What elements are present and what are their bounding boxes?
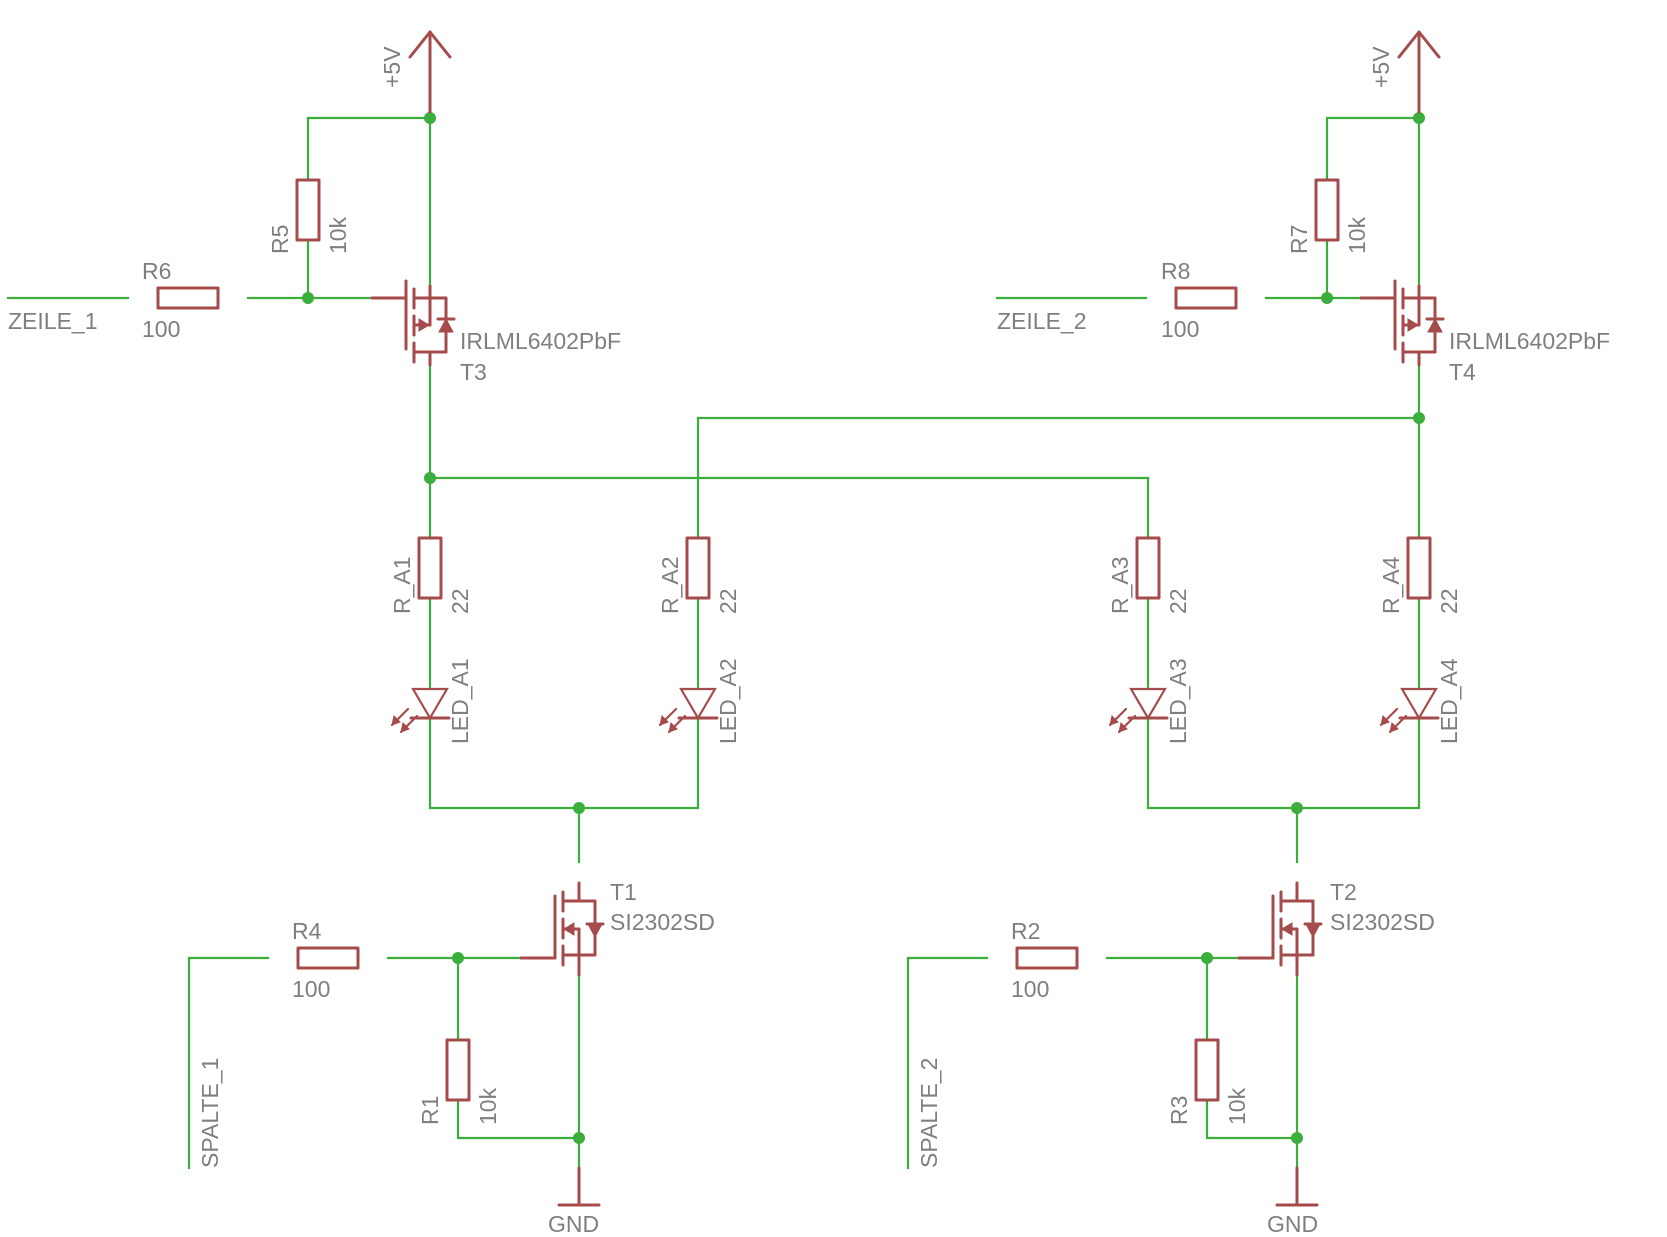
transistor-t3-part: IRLML6402PbF: [460, 328, 621, 354]
net-label-zeile-1: ZEILE_1: [8, 308, 98, 334]
resistor-r1-name: R1: [417, 1096, 443, 1125]
resistor-ra4-name: R_A4: [1378, 556, 1404, 614]
resistor-r7: R7 10k: [1286, 178, 1370, 254]
transistor-t2-name: T2: [1330, 879, 1357, 905]
vcc-symbol-right: +5V: [1368, 30, 1441, 114]
transistor-t1-name: T1: [610, 879, 637, 905]
junction-dot: [1321, 292, 1333, 304]
resistor-ra3-name: R_A3: [1107, 556, 1133, 614]
wires: [6, 42, 1421, 1170]
junction-dot: [1291, 1132, 1303, 1144]
resistor-r6-name: R6: [142, 258, 171, 284]
pmos-transistor-t3: IRLML6402PbF T3: [370, 279, 621, 385]
junction-dot: [452, 952, 464, 964]
vcc-label-right: +5V: [1368, 46, 1394, 88]
resistor-r7-name: R7: [1286, 225, 1312, 254]
net-label-spalte-1: SPALTE_1: [197, 1058, 223, 1168]
junction-dot: [573, 1132, 585, 1144]
resistor-ra4: R_A4 22: [1378, 536, 1462, 614]
resistor-r6: R6 100: [142, 258, 220, 342]
nmos-transistor-t1: T1 SI2302SD: [519, 879, 715, 977]
junction-dot: [573, 802, 585, 814]
resistor-ra2: R_A2 22: [657, 536, 741, 614]
junctions: [302, 112, 1425, 1144]
resistor-ra3-value: 22: [1165, 588, 1191, 614]
led-a1-label: LED_A1: [447, 658, 473, 744]
gnd-label-left: GND: [548, 1211, 599, 1237]
gnd-symbol-left: GND: [548, 1166, 601, 1237]
junction-dot: [1291, 802, 1303, 814]
transistor-t3-name: T3: [460, 359, 487, 385]
resistor-ra1: R_A1 22: [389, 536, 473, 614]
resistor-ra2-value: 22: [715, 588, 741, 614]
transistor-t1-part: SI2302SD: [610, 909, 715, 935]
led-a3-label: LED_A3: [1165, 658, 1191, 744]
resistor-r5-name: R5: [267, 225, 293, 254]
junction-dot: [424, 472, 436, 484]
net-label-spalte-2: SPALTE_2: [916, 1058, 942, 1168]
resistor-r6-value: 100: [142, 316, 180, 342]
resistor-r8: R8 100: [1161, 258, 1238, 342]
resistor-r4-name: R4: [292, 918, 322, 944]
pmos-transistor-t4: IRLML6402PbF T4: [1359, 279, 1610, 385]
junction-dot: [424, 112, 436, 124]
transistor-t4-part: IRLML6402PbF: [1449, 328, 1610, 354]
resistor-r3: R3 10k: [1166, 1038, 1250, 1125]
gnd-label-right: GND: [1267, 1211, 1318, 1237]
vcc-label-left: +5V: [379, 46, 405, 88]
led-a4-label: LED_A4: [1436, 658, 1462, 744]
led-a1: LED_A1: [390, 658, 473, 744]
resistor-r4-value: 100: [292, 976, 330, 1002]
resistor-r8-name: R8: [1161, 258, 1190, 284]
resistor-r7-value: 10k: [1344, 216, 1370, 254]
led-a3: LED_A3: [1108, 658, 1191, 744]
junction-dot: [302, 292, 314, 304]
resistor-r3-value: 10k: [1224, 1087, 1250, 1125]
resistor-ra3: R_A3 22: [1107, 536, 1191, 614]
resistor-r1-value: 10k: [475, 1087, 501, 1125]
transistor-t4-name: T4: [1449, 359, 1476, 385]
resistor-r1: R1 10k: [417, 1038, 501, 1125]
resistor-r2-name: R2: [1011, 918, 1040, 944]
resistor-ra4-value: 22: [1436, 588, 1462, 614]
led-a2-label: LED_A2: [715, 658, 741, 744]
resistor-r4: R4 100: [292, 918, 360, 1002]
resistor-r8-value: 100: [1161, 316, 1199, 342]
gnd-symbol-right: GND: [1267, 1166, 1319, 1237]
junction-dot: [1201, 952, 1213, 964]
junction-dot: [1413, 412, 1425, 424]
resistor-ra1-value: 22: [447, 588, 473, 614]
led-a4: LED_A4: [1379, 658, 1462, 744]
led-a2: LED_A2: [658, 658, 741, 744]
junction-dot: [1413, 112, 1425, 124]
transistor-t2-part: SI2302SD: [1330, 909, 1435, 935]
resistor-r2-value: 100: [1011, 976, 1049, 1002]
vcc-symbol-left: +5V: [379, 30, 452, 114]
resistor-r3-name: R3: [1166, 1096, 1192, 1125]
net-label-zeile-2: ZEILE_2: [997, 308, 1087, 334]
resistor-ra1-name: R_A1: [389, 556, 415, 614]
resistor-r5: R5 10k: [267, 178, 351, 254]
nmos-transistor-t2: T2 SI2302SD: [1237, 879, 1435, 977]
resistor-ra2-name: R_A2: [657, 556, 683, 614]
resistor-r2: R2 100: [1011, 918, 1079, 1002]
resistor-r5-value: 10k: [325, 216, 351, 254]
